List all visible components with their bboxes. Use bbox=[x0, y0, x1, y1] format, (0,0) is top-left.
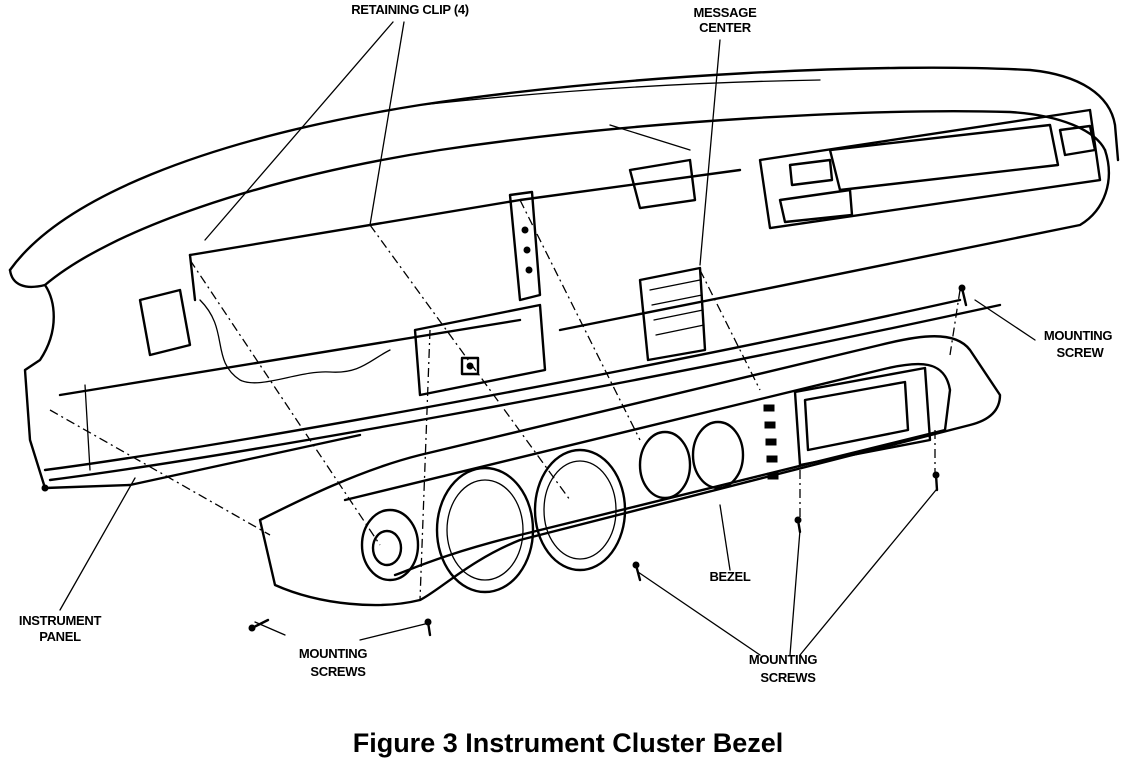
label-retaining-clip: RETAINING CLIP (4) bbox=[351, 2, 469, 17]
label-instrument-panel-2: PANEL bbox=[39, 629, 81, 644]
instrument-panel-body bbox=[23, 108, 1110, 492]
label-mounting-screw-right-2: SCREW bbox=[1056, 345, 1104, 360]
leader-lines bbox=[59, 21, 1036, 656]
label-mounting-screw-right-1: MOUNTING bbox=[1043, 328, 1113, 343]
label-mounting-screws-left-2: SCREWS bbox=[310, 664, 366, 679]
label-mounting-screws-bottom-1: MOUNTING bbox=[748, 652, 818, 667]
label-message-center-1: MESSAGE bbox=[693, 5, 757, 20]
instrument-cluster-bezel bbox=[258, 335, 1002, 607]
label-mounting-screws-bottom-2: SCREWS bbox=[760, 670, 816, 685]
label-instrument-panel-1: INSTRUMENT bbox=[18, 613, 102, 628]
label-bezel: BEZEL bbox=[709, 569, 751, 584]
label-message-center-2: CENTER bbox=[699, 20, 751, 35]
label-mounting-screws-left-1: MOUNTING bbox=[298, 646, 368, 661]
mounting-screws bbox=[248, 284, 968, 637]
figure-caption: Figure 3 Instrument Cluster Bezel bbox=[352, 728, 784, 758]
alignment-lines bbox=[49, 199, 961, 601]
